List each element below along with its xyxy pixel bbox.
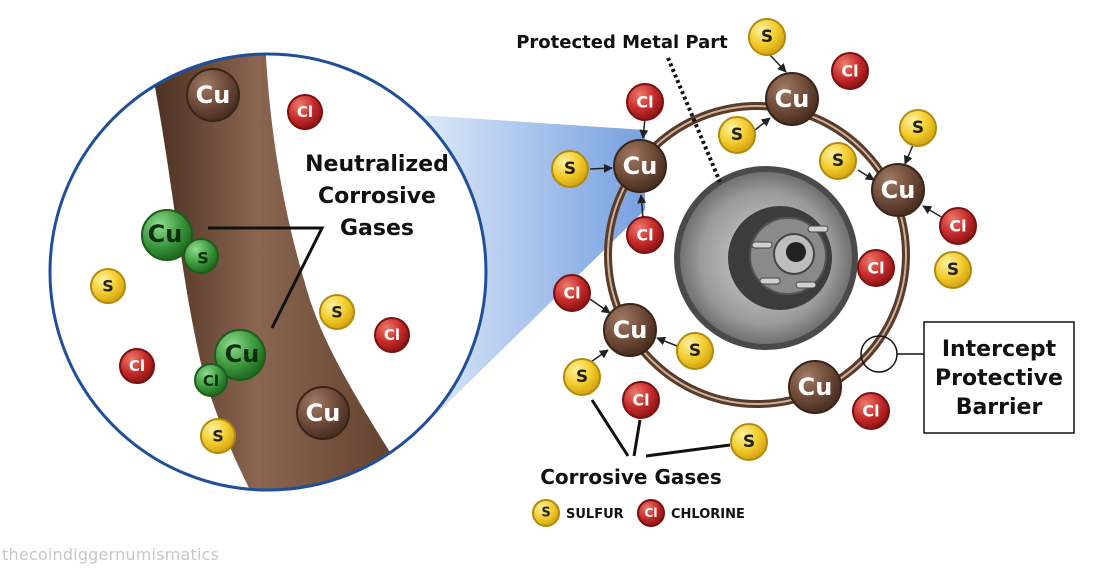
sulfur-atom: S — [551, 150, 589, 188]
chlorine-atom: Cl — [939, 207, 977, 245]
barrier-system: Protected Metal Part Cu Cu Cu Cu Cu — [516, 18, 1075, 527]
watermark: thecoindiggernumismatics — [2, 545, 220, 564]
svg-text:S: S — [832, 151, 844, 171]
svg-text:Cu: Cu — [775, 85, 810, 113]
magnified-circle-border — [48, 52, 488, 492]
chlorine-atom: Cl — [553, 274, 591, 312]
chlorine-atom: Cl — [374, 317, 410, 353]
svg-text:Cl: Cl — [862, 402, 879, 421]
intercept-label-box — [923, 321, 1075, 434]
copper-atom: Cu — [186, 68, 240, 122]
svg-text:S: S — [761, 27, 773, 47]
sulfur-atom: S — [718, 116, 756, 154]
copper-atom: Cu — [603, 303, 657, 357]
copper-atom: Cu — [871, 163, 925, 217]
svg-text:S: S — [731, 125, 743, 145]
chlorine-atom: Cl — [119, 348, 155, 384]
sulfur-atom: S — [748, 18, 786, 56]
svg-text:Cu: Cu — [225, 340, 260, 368]
legend-sulfur-label: SULFUR — [566, 507, 624, 522]
intercept-label-line-1: Intercept — [942, 337, 1057, 362]
svg-text:Cu: Cu — [798, 373, 833, 401]
legend-chlorine-icon: Cl — [637, 499, 665, 527]
svg-text:S: S — [102, 277, 114, 296]
svg-text:Cl: Cl — [841, 62, 858, 81]
copper-atom: Cu — [613, 139, 667, 193]
chlorine-atom: Cl — [287, 94, 323, 130]
sulfur-atom: S — [563, 358, 601, 396]
sulfur-atom: S — [819, 142, 857, 180]
svg-text:Cu: Cu — [623, 152, 658, 180]
chlorine-atom: Cl — [852, 392, 890, 430]
svg-text:Cl: Cl — [636, 226, 653, 245]
sulfur-atom: S — [730, 423, 768, 461]
svg-text:S: S — [912, 118, 924, 138]
magnified-view: Cu Cu Cu S Cu Cl Cl S — [48, 52, 488, 492]
copper-atom: Cu — [788, 360, 842, 414]
copper-atom: Cu — [296, 386, 350, 440]
svg-text:Cu: Cu — [196, 81, 231, 109]
legend-sulfur-icon: S — [532, 499, 560, 527]
svg-text:Cl: Cl — [636, 93, 653, 112]
legend-chlorine-label: CHLORINE — [671, 507, 745, 522]
svg-text:S: S — [212, 427, 224, 446]
chlorine-atom: Cl — [626, 216, 664, 254]
svg-text:S: S — [689, 341, 701, 361]
chlorine-atom: Cl — [831, 52, 869, 90]
protected-metal-part-label: Protected Metal Part — [516, 32, 728, 53]
chlorine-atom: Cl — [626, 83, 664, 121]
sulfur-atom: S — [934, 251, 972, 289]
svg-text:Cu: Cu — [881, 176, 916, 204]
svg-text:Cu: Cu — [306, 399, 341, 427]
neutralized-connector — [208, 226, 325, 329]
svg-text:Cu: Cu — [148, 220, 183, 248]
sulfur-atom: S — [319, 294, 355, 330]
svg-text:Cl: Cl — [297, 103, 313, 121]
svg-text:Cl: Cl — [563, 284, 580, 303]
copper-atom: Cu — [765, 72, 819, 126]
protected-part-pointer — [666, 57, 722, 183]
intercept-label-line-2: Protective — [935, 366, 1063, 391]
svg-text:Cl: Cl — [129, 357, 145, 375]
sulfur-atom: S — [899, 109, 937, 147]
svg-text:Cl: Cl — [867, 259, 884, 278]
neutralized-copper-chloride: Cu Cl — [194, 329, 266, 397]
svg-text:S: S — [564, 159, 576, 179]
svg-text:Cl: Cl — [384, 326, 400, 344]
corrosive-gases-label: Corrosive Gases — [540, 465, 722, 489]
svg-text:Cl: Cl — [949, 217, 966, 236]
svg-text:S: S — [576, 367, 588, 387]
chlorine-atom: Cl — [622, 381, 660, 419]
zoom-beam — [420, 115, 645, 430]
svg-text:S: S — [743, 432, 755, 452]
intercept-label-line-3: Barrier — [956, 395, 1043, 420]
svg-text:S: S — [947, 260, 959, 280]
svg-text:Cl: Cl — [203, 372, 219, 390]
brake-rotor — [674, 166, 858, 350]
sulfur-atom: S — [90, 268, 126, 304]
neutralized-label-line-2: Corrosive — [318, 184, 436, 209]
legend: S SULFUR Cl CHLORINE — [532, 499, 745, 527]
neutralized-copper-sulfide: Cu S — [141, 209, 219, 274]
svg-text:Cl: Cl — [632, 391, 649, 410]
sulfur-atom: S — [676, 332, 714, 370]
svg-text:Cl: Cl — [645, 506, 658, 520]
chlorine-atom: Cl — [857, 249, 895, 287]
svg-text:S: S — [541, 506, 550, 521]
svg-text:S: S — [331, 303, 343, 322]
neutralized-label-line-1: Neutralized — [305, 152, 449, 177]
neutralized-label-line-3: Gases — [340, 216, 414, 241]
svg-text:Cu: Cu — [613, 316, 648, 344]
sulfur-atom: S — [200, 418, 236, 454]
svg-text:S: S — [197, 249, 209, 268]
